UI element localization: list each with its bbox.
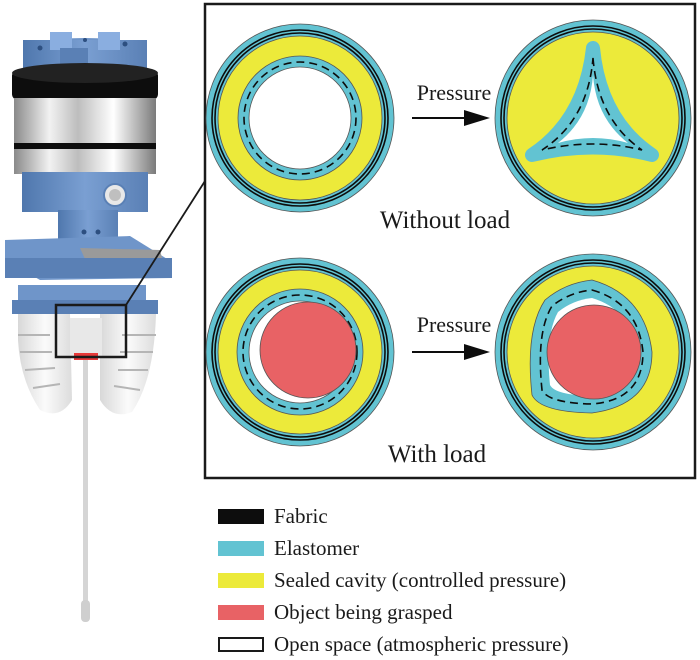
soft-fingers (18, 314, 156, 415)
legend-label: Fabric (274, 503, 328, 528)
pressure-arrow-1 (412, 110, 490, 126)
detail-frame (203, 2, 697, 480)
legend-swatch-elastomer (218, 540, 264, 556)
legend-item-sealed-cavity: Sealed cavity (controlled pressure) (218, 564, 568, 596)
legend-item-object: Object being grasped (218, 596, 568, 628)
caption-without-load: Without load (380, 207, 511, 234)
panel-without-load-initial (205, 23, 395, 213)
legend: Fabric Elastomer Sealed cavity (controll… (218, 500, 568, 660)
pressure-arrow-2 (412, 344, 490, 360)
legend-swatch-sealed-cavity (218, 572, 264, 588)
legend-label: Object being grasped (274, 599, 453, 624)
legend-swatch-object (218, 604, 264, 620)
pressure-label-1: Pressure (417, 80, 492, 105)
caption-with-load: With load (388, 441, 487, 468)
legend-item-fabric: Fabric (218, 500, 568, 532)
zoom-highlight-box (54, 303, 128, 359)
legend-label: Sealed cavity (controlled pressure) (274, 567, 567, 592)
panel-without-load-pressurized (494, 19, 692, 217)
legend-swatch-fabric (218, 508, 264, 524)
legend-item-elastomer: Elastomer (218, 532, 568, 564)
grasped-object (259, 301, 357, 399)
grasped-object (546, 304, 642, 400)
legend-label: Open space (atmospheric pressure) (274, 631, 569, 656)
legend-label: Elastomer (274, 535, 360, 560)
lower-flange (12, 300, 158, 314)
lower-blue-ring (22, 172, 148, 212)
legend-item-open-space: Open space (atmospheric pressure) (218, 628, 568, 660)
metal-cylinder (14, 98, 156, 174)
probe-rod (83, 360, 88, 620)
zoom-leader-line (125, 180, 206, 306)
pressure-label-2: Pressure (417, 312, 492, 337)
legend-swatch-open-space (218, 636, 264, 652)
gripper-device-illustration (5, 32, 206, 622)
panel-with-load-initial (205, 257, 395, 447)
panel-with-load-pressurized (494, 253, 692, 451)
